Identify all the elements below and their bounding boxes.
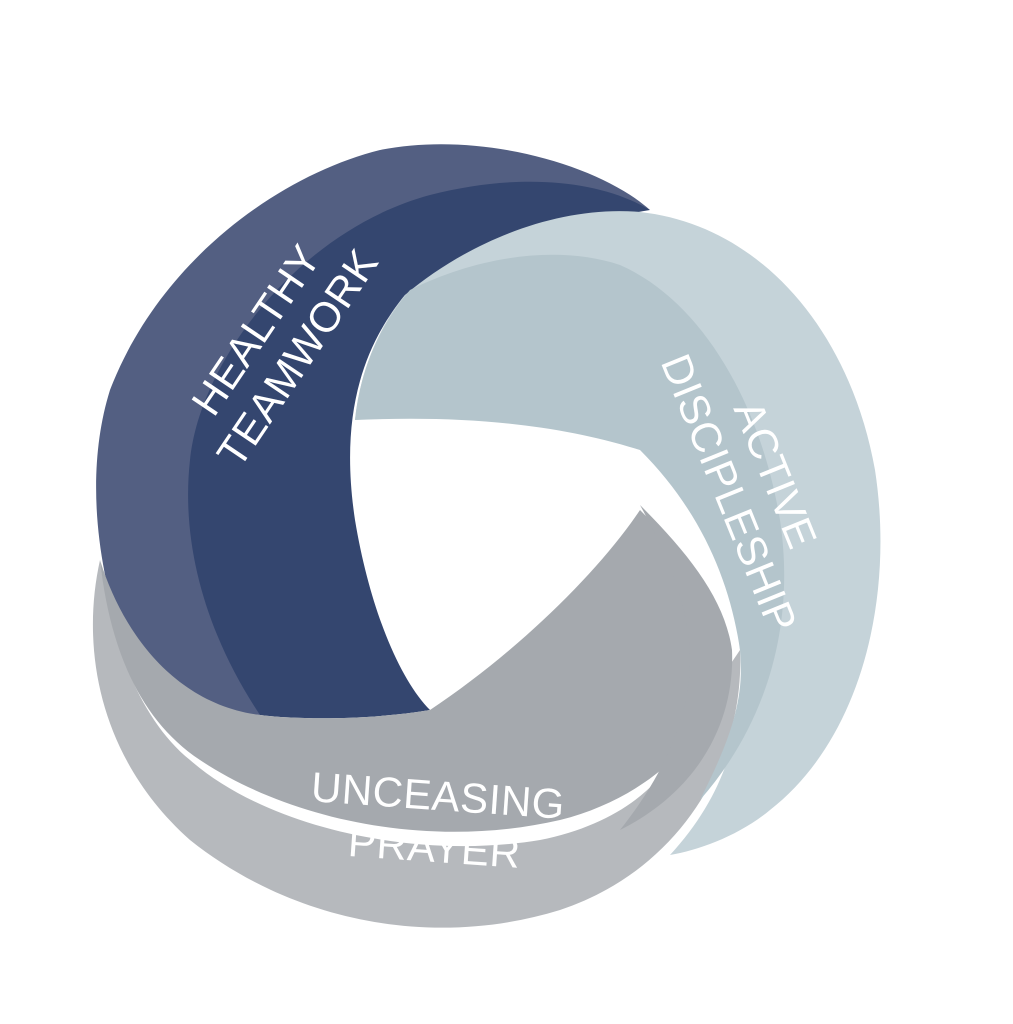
- band-unceasing-prayer-outer: [92, 560, 741, 928]
- band-unceasing-prayer-overlap: [620, 505, 733, 830]
- band-healthy-teamwork-inner: [188, 181, 650, 719]
- band-unceasing-prayer-inner: [100, 510, 730, 832]
- band-active-discipleship-inner: [355, 254, 785, 800]
- band-active-discipleship: [355, 211, 881, 856]
- band-healthy-teamwork: [96, 144, 651, 719]
- band-unceasing-prayer: [92, 510, 741, 928]
- band-healthy-teamwork-outer: [96, 144, 651, 715]
